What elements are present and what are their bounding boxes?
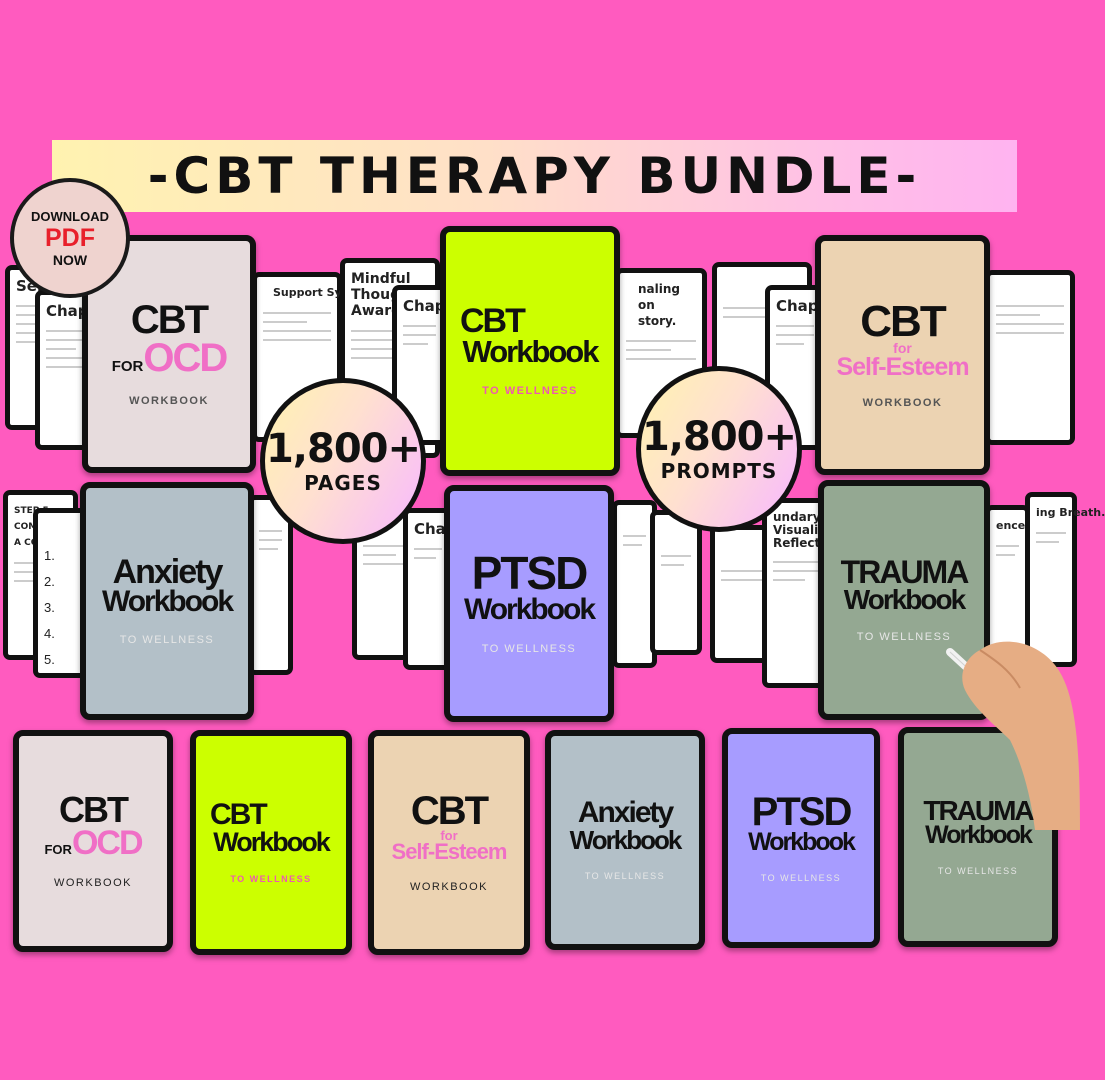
workbook-subtitle: TO WELLNESS — [760, 872, 842, 883]
workbook-subtitle: TO WELLNESS — [119, 634, 215, 647]
workbook-title-line2: Workbook — [748, 828, 856, 857]
workbook-title-accent: Self-Esteem — [391, 839, 508, 865]
workbook-title: CBT — [460, 302, 526, 341]
workbook-title-accent: OCD — [143, 336, 228, 380]
workbook-title-accent: Self-Esteem — [836, 352, 969, 381]
workbook-title: CBT — [410, 788, 489, 833]
workbook-title: TRAUMA — [923, 794, 1034, 826]
page-title: -CBT THERAPY BUNDLE- — [147, 147, 922, 205]
hand-with-stylus-icon — [946, 641, 1080, 830]
workbook-title-small: for — [440, 827, 458, 843]
workbook-subtitle: TO WELLNESS — [937, 866, 1019, 877]
workbook-title-line2: Workbook — [101, 584, 234, 618]
workbook-subtitle: WORKBOOK — [409, 881, 488, 894]
workbook-small-cbt-self-esteem: CBT for Self-Esteem WORKBOOK — [368, 730, 530, 955]
workbook-cbt-self-esteem: CBT for Self-Esteem WORKBOOK — [815, 235, 990, 475]
pages-count: 1,800+ — [265, 426, 421, 472]
workbook-title-line2: Workbook — [569, 824, 683, 855]
workbook-title: CBT — [59, 788, 129, 830]
preview-page-heading: Chap — [414, 520, 457, 538]
prompts-label: PROMPTS — [660, 459, 778, 483]
workbook-title: Anxiety — [577, 796, 674, 830]
preview-page-heading: Chap — [46, 302, 89, 320]
preview-page-heading: Chap — [776, 297, 819, 315]
step-number: 3. — [44, 600, 55, 615]
download-pdf-badge[interactable]: DOWNLOAD PDF NOW — [10, 178, 130, 298]
workbook-title: CBT — [860, 296, 946, 346]
step-number: 2. — [44, 574, 55, 589]
workbook-title-small: for — [893, 340, 912, 357]
workbook-title-accent: OCD — [71, 823, 144, 862]
preview-page — [650, 510, 702, 655]
workbook-subtitle: TO WELLNESS — [584, 870, 666, 881]
preview-page-heading: ence: — [996, 519, 1030, 532]
preview-page-heading: undary Visualiza Reflectio — [773, 510, 834, 550]
workbook-title: Anxiety — [112, 552, 224, 591]
prompts-count-badge: 1,800+ PROMPTS — [636, 366, 802, 532]
step-number: 5. — [44, 652, 55, 667]
workbook-cbt-ocd: CBT FOROCD WORKBOOK — [82, 235, 256, 473]
title-banner: -CBT THERAPY BUNDLE- — [52, 140, 1017, 212]
workbook-title-small: FOR — [111, 358, 144, 375]
pdf-label: PDF — [45, 223, 95, 252]
workbook-title: TRAUMA — [840, 553, 970, 590]
preview-page-heading: ing Breath. — [1036, 506, 1105, 519]
workbook-title-small: FOR — [44, 841, 72, 857]
workbook-title-line2: Workbook — [463, 593, 596, 627]
workbook-ptsd: PTSD Workbook TO WELLNESS — [444, 485, 614, 722]
workbook-subtitle: WORKBOOK — [129, 395, 209, 407]
prompts-count: 1,800+ — [641, 414, 797, 460]
preview-page-heading: naling on story. — [638, 282, 680, 328]
pages-label: PAGES — [304, 471, 382, 495]
workbook-subtitle: TO WELLNESS — [482, 384, 578, 397]
workbook-title-line2: Workbook — [925, 821, 1033, 850]
workbook-title-line2: Workbook — [213, 826, 331, 857]
workbook-title: PTSD — [751, 790, 853, 835]
workbook-title: CBT — [210, 798, 268, 832]
now-label: NOW — [52, 251, 88, 268]
workbook-cbt: CBT Workbook TO WELLNESS — [440, 226, 620, 476]
pages-count-badge: 1,800+ PAGES — [260, 378, 426, 544]
preview-page — [985, 270, 1075, 445]
workbook-trauma: TRAUMA Workbook TO WELLNESS — [818, 480, 990, 720]
workbook-subtitle: TO WELLNESS — [230, 873, 312, 884]
workbook-small-ptsd: PTSD Workbook TO WELLNESS — [722, 728, 880, 948]
workbook-small-anxiety: Anxiety Workbook TO WELLNESS — [545, 730, 705, 950]
workbook-subtitle: WORKBOOK — [53, 877, 132, 890]
workbook-title: PTSD — [471, 547, 589, 600]
workbook-subtitle: TO WELLNESS — [856, 631, 952, 644]
workbook-title: CBT — [130, 298, 209, 342]
step-number: 4. — [44, 626, 55, 641]
step-number: 1. — [44, 548, 55, 563]
workbook-small-cbt-ocd: CBT FOROCD WORKBOOK — [13, 730, 173, 952]
preview-page-heading: Support System. — [273, 286, 377, 299]
workbook-anxiety: Anxiety Workbook TO WELLNESS — [80, 482, 254, 720]
download-label: DOWNLOAD — [31, 208, 109, 224]
workbook-subtitle: WORKBOOK — [862, 397, 943, 410]
workbook-small-cbt: CBT Workbook TO WELLNESS — [190, 730, 352, 955]
workbook-small-trauma: TRAUMA Workbook TO WELLNESS — [898, 727, 1058, 947]
workbook-title-line2: Workbook — [462, 334, 600, 370]
preview-page-heading: Chap — [403, 297, 446, 315]
workbook-subtitle: TO WELLNESS — [481, 642, 577, 655]
workbook-title-line2: Workbook — [843, 583, 966, 615]
